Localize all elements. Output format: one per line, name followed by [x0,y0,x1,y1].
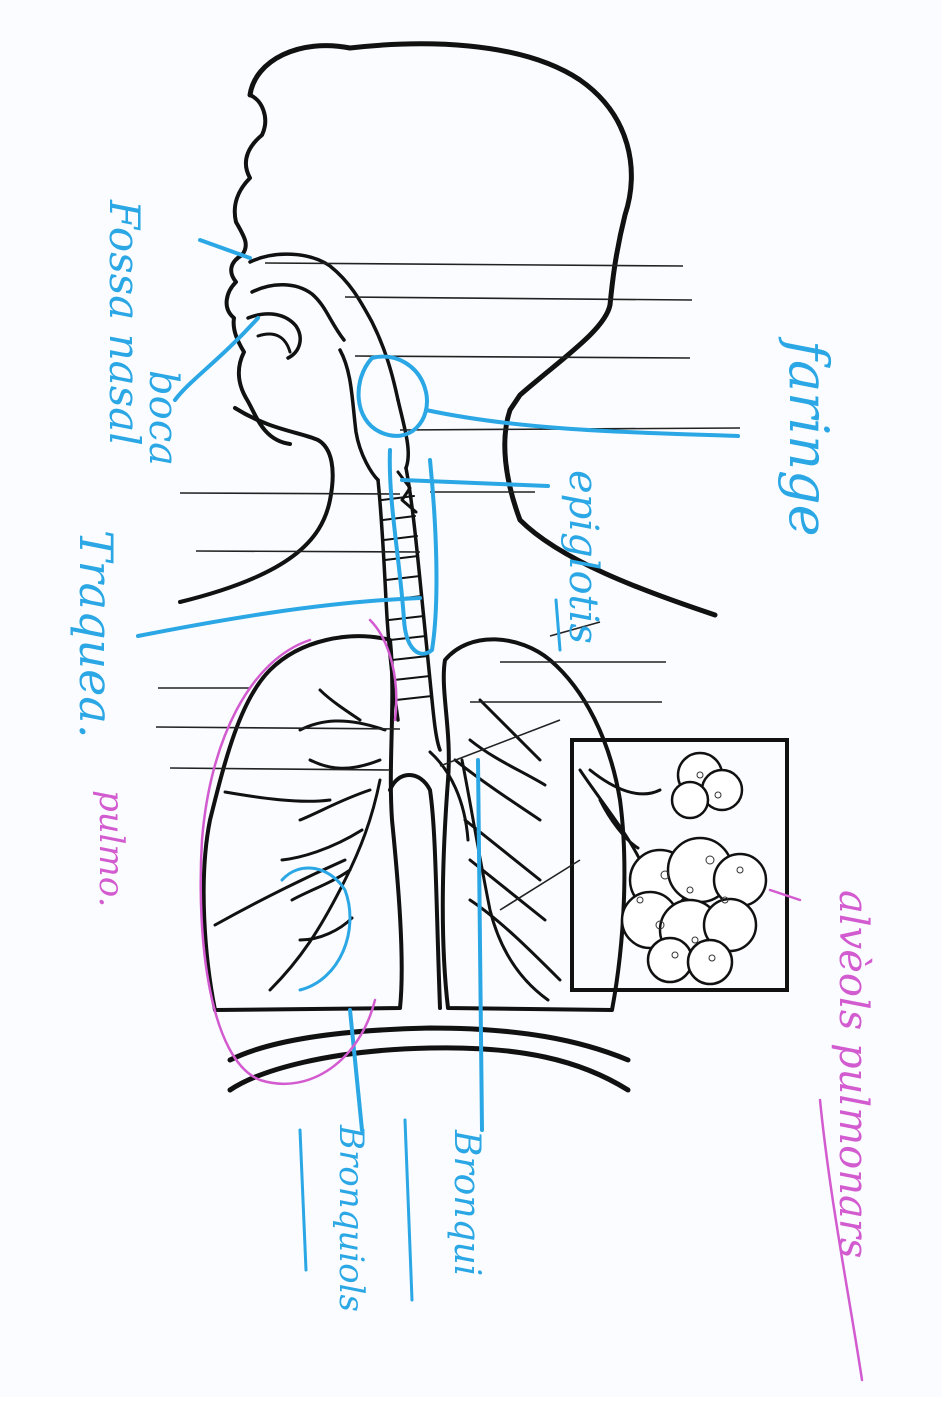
head-outline [180,44,715,615]
label-alveols: alvèols pulmonars [830,890,876,1258]
label-rules [156,263,740,910]
label-line [156,727,400,729]
label-faringe: faringe [777,336,840,537]
diaphragm [230,775,628,1090]
left-lung [204,636,402,1010]
handwritten-labels: Fossa nasal boca Traquea. pulmo. faringe… [69,199,876,1312]
blue-pen-marks [138,240,738,1300]
right-lung [430,639,624,1010]
label-line [500,860,580,910]
label-bronqui: Bronqui [446,1129,487,1276]
label-line [196,551,420,552]
label-epiglotis: epiglotis [560,470,606,644]
pink-pen-marks [201,620,862,1380]
label-traquea: Traquea. [69,530,123,738]
label-line [355,356,690,358]
nasal-oral-cavity [248,254,408,480]
label-line [345,297,692,300]
label-bronquiols: Bronquiols [331,1124,371,1312]
label-boca: boca [140,370,186,466]
alveoli-inset [572,740,787,990]
label-pulmo: pulmo. [91,790,131,907]
label-line [180,493,400,494]
trachea [378,468,440,750]
